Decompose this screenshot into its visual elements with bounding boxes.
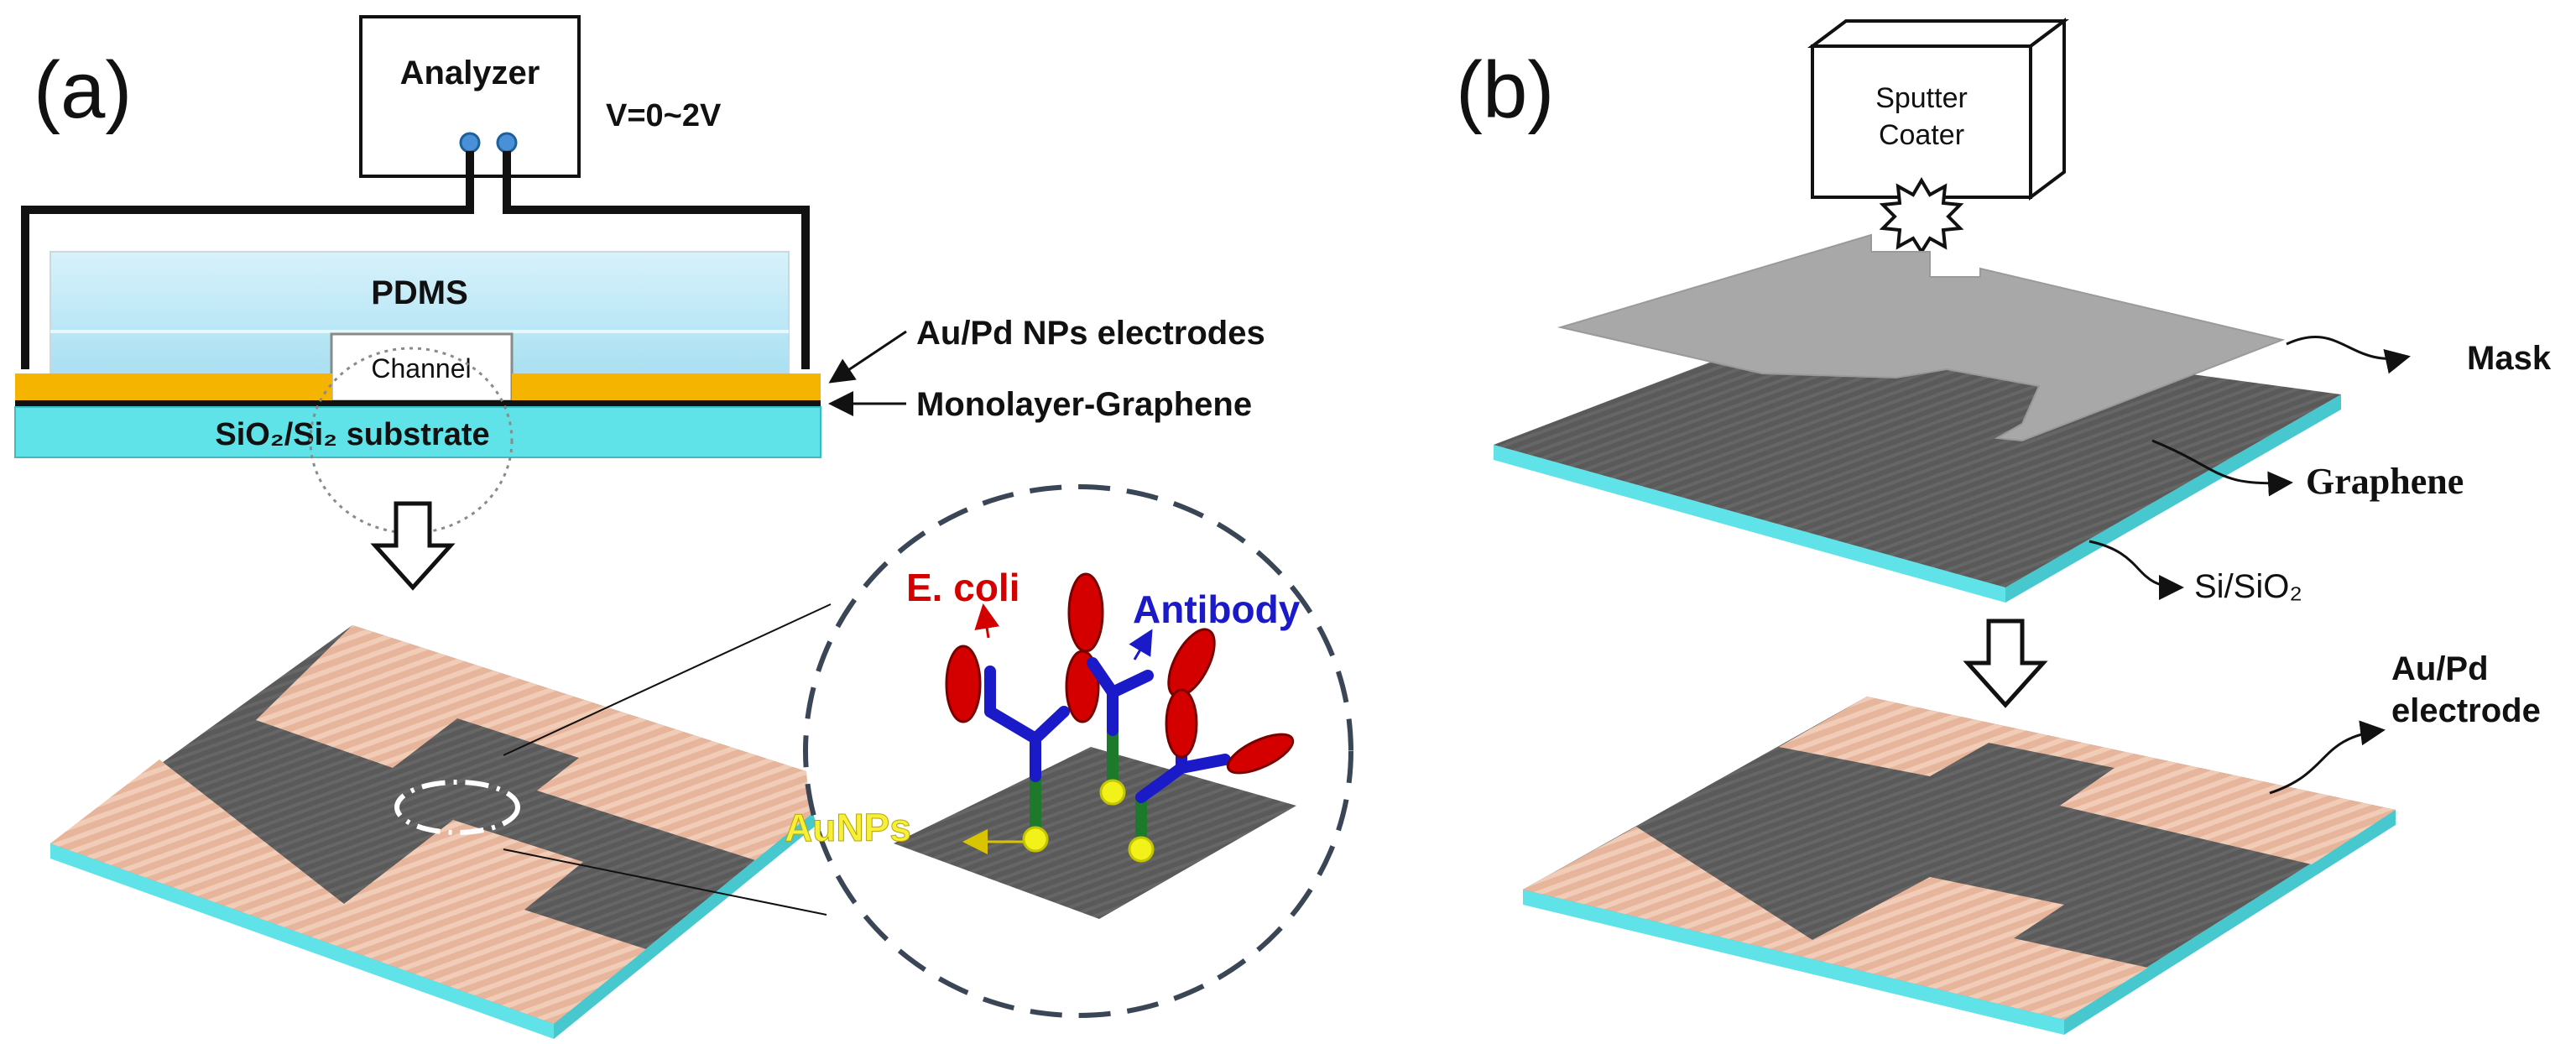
substrate-label: SiO₂/Si₂ substrate — [215, 417, 489, 452]
down-arrow-a — [370, 501, 456, 591]
aunp-particle — [1128, 836, 1155, 863]
graphene-label-a: Monolayer-Graphene — [916, 386, 1252, 423]
antibody-label: Antibody — [1133, 587, 1301, 631]
sputter-box-top — [1807, 19, 2069, 48]
aunp-particle — [1022, 826, 1049, 853]
antibody-pointer — [1129, 629, 1153, 660]
device-b — [1523, 697, 2396, 1035]
sputter-label: Sputter — [1875, 82, 1968, 114]
device-a-focus-ellipse — [394, 780, 520, 835]
panel-a: (a) Analyzer V=0~2V PDMS Channel SiO₂/Si… — [14, 15, 1353, 1039]
linker — [1135, 797, 1147, 843]
electrode-right — [512, 373, 821, 400]
graphene-layer — [15, 400, 821, 407]
electrode-label-b: electrode — [2391, 692, 2541, 729]
bioreceptor-2 — [1067, 572, 1216, 806]
pdms-label: PDMS — [371, 274, 468, 311]
panel-a-label: (a) — [34, 45, 132, 135]
wire-left — [21, 151, 474, 369]
mask — [1557, 233, 2286, 442]
zoom-inset: AuNPs — [785, 484, 1353, 1018]
graphene-label-b: Graphene — [2306, 461, 2464, 502]
electrodes-pointer — [828, 330, 907, 384]
mask-label: Mask — [2467, 340, 2552, 377]
linker — [1107, 730, 1119, 787]
antibody — [1087, 657, 1154, 736]
device-b-electrode-top — [1779, 697, 2396, 864]
device-b-substrate-side — [1523, 890, 2064, 1035]
substrate — [14, 406, 821, 458]
analyzer-label: Analyzer — [400, 55, 540, 91]
substrate-pointer-b — [2088, 540, 2184, 600]
graphene-pointer-b — [2151, 439, 2293, 497]
panel-b-label: (b) — [1456, 45, 1554, 135]
analyzer: Analyzer — [359, 15, 581, 178]
graphene-substrate-side — [1494, 445, 2005, 603]
linker — [1030, 776, 1041, 835]
device-a-substrate-front — [554, 785, 847, 1039]
ecoli — [1165, 688, 1198, 759]
aunps-label: AuNPs — [785, 806, 911, 849]
bioreceptor-3 — [1128, 688, 1295, 863]
device-a-electrode-top — [256, 625, 847, 860]
sputter-box-side — [2029, 18, 2066, 201]
electrodes-label: Au/Pd NPs electrodes — [916, 315, 1265, 352]
ecoli — [1226, 733, 1295, 775]
ecoli — [945, 645, 982, 723]
electrode-label-b: Au/Pd — [2391, 650, 2489, 687]
substrate-label-b: Si/SiO₂ — [2194, 568, 2302, 605]
electrode-left — [15, 373, 332, 400]
analyzer-terminal-left — [459, 132, 481, 154]
device-b-substrate-front — [2064, 810, 2396, 1035]
analyzer-terminal-right — [496, 132, 518, 154]
device-a-electrode-bottom — [50, 760, 646, 1024]
zoom-line-bottom — [503, 848, 827, 916]
zoom-line-top — [503, 603, 832, 756]
aunp-particle — [1099, 779, 1126, 806]
electrode-pointer-b — [2269, 720, 2386, 795]
antibody — [984, 666, 1070, 782]
ecoli-pointer — [974, 603, 1000, 639]
device-a-substrate-side — [50, 843, 554, 1039]
voltage-label: V=0~2V — [606, 98, 722, 133]
device-a — [50, 603, 847, 1039]
panel-b: (b) Sputter Coater Mask Graphene Si/SiO₂ — [1456, 18, 2552, 1035]
sputter-label: Coater — [1879, 119, 1964, 151]
sputter-coater: Sputter Coater — [1807, 18, 2069, 255]
graphene-substrate-front — [2005, 394, 2341, 603]
bioreceptor-1 — [945, 645, 1100, 853]
zoom-circle — [803, 484, 1353, 1018]
ecoli-label: E. coli — [906, 566, 1019, 609]
mask-pointer — [2286, 335, 2411, 374]
device-b-electrode-bottom — [1523, 827, 2148, 1020]
down-arrow-b — [1963, 619, 2048, 708]
channel-label: Channel — [371, 353, 471, 384]
inset-graphene — [894, 747, 1296, 919]
wire-right — [503, 151, 810, 369]
ecoli — [1067, 572, 1104, 653]
